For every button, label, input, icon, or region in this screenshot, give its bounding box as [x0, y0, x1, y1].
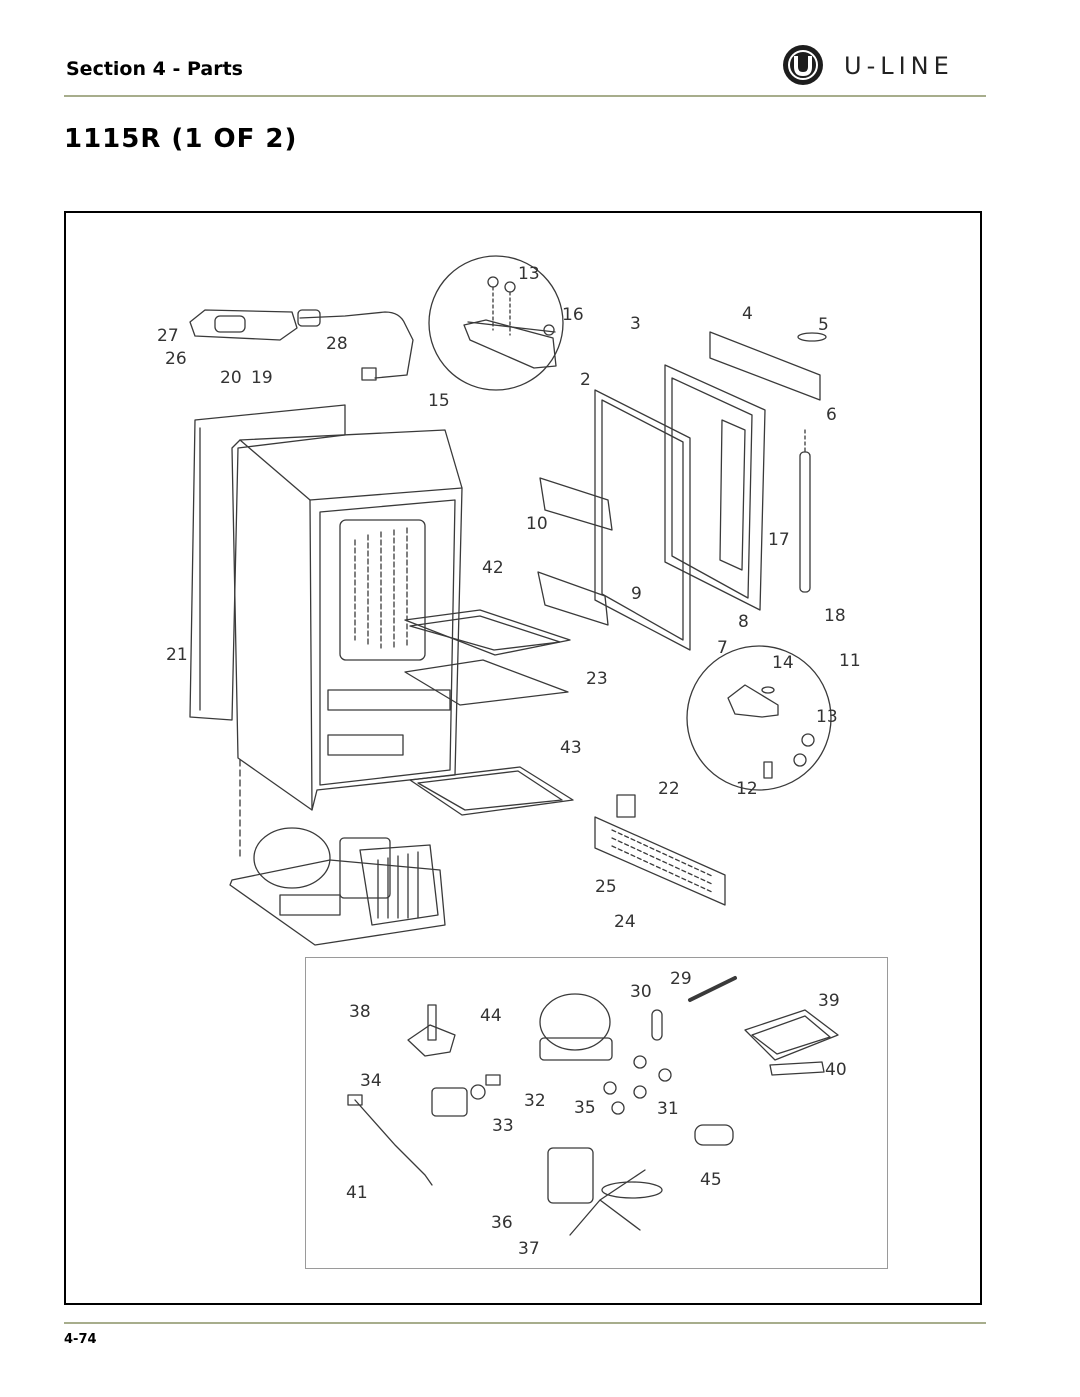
callout-label: 23	[586, 669, 608, 689]
callout-label: 2	[580, 370, 591, 390]
callout-label: 8	[738, 612, 749, 632]
callout-label: 30	[630, 982, 652, 1002]
callout-label: 38	[349, 1002, 371, 1022]
callout-label: 25	[595, 877, 617, 897]
header-divider	[64, 95, 986, 97]
callout-label: 24	[614, 912, 636, 932]
callout-label: 13	[518, 264, 540, 284]
callout-label: 29	[670, 969, 692, 989]
callout-label: 4	[742, 304, 753, 324]
callout-label: 35	[574, 1098, 596, 1118]
callout-label: 3	[630, 314, 641, 334]
callout-label: 20	[220, 368, 242, 388]
callout-label: 7	[717, 638, 728, 658]
callout-label: 16	[562, 305, 584, 325]
callout-label: 17	[768, 530, 790, 550]
page-heading: 1115R (1 OF 2)	[64, 124, 298, 154]
callout-label: 31	[657, 1099, 679, 1119]
machine-compartment-frame	[305, 957, 888, 1269]
u-line-logo-mark	[783, 45, 823, 85]
callout-label: 26	[165, 349, 187, 369]
u-line-logo: U-LINE	[782, 44, 972, 86]
callout-label: 44	[480, 1006, 502, 1026]
callout-label: 42	[482, 558, 504, 578]
section-title: Section 4 - Parts	[66, 58, 243, 80]
parts-diagram-frame	[64, 211, 982, 1305]
callout-label: 28	[326, 334, 348, 354]
callout-label: 10	[526, 514, 548, 534]
footer-divider	[64, 1322, 986, 1324]
callout-label: 39	[818, 991, 840, 1011]
callout-label: 32	[524, 1091, 546, 1111]
callout-label: 18	[824, 606, 846, 626]
callout-label: 36	[491, 1213, 513, 1233]
callout-label: 43	[560, 738, 582, 758]
callout-label: 19	[251, 368, 273, 388]
hinge-detail-circle	[428, 255, 564, 391]
logo-wordmark: U-LINE	[844, 52, 954, 80]
callout-label: 12	[736, 779, 758, 799]
callout-label: 15	[428, 391, 450, 411]
page-number: 4-74	[64, 1332, 97, 1347]
callout-label: 9	[631, 584, 642, 604]
callout-label: 45	[700, 1170, 722, 1190]
callout-label: 27	[157, 326, 179, 346]
callout-label: 33	[492, 1116, 514, 1136]
callout-label: 14	[772, 653, 794, 673]
hinge-detail-circle-lower	[686, 645, 832, 791]
callout-label: 21	[166, 645, 188, 665]
callout-label: 40	[825, 1060, 847, 1080]
callout-label: 34	[360, 1071, 382, 1091]
callout-label: 13	[816, 707, 838, 727]
callout-label: 6	[826, 405, 837, 425]
callout-label: 22	[658, 779, 680, 799]
callout-label: 41	[346, 1183, 368, 1203]
callout-label: 37	[518, 1239, 540, 1259]
callout-label: 5	[818, 315, 829, 335]
callout-label: 11	[839, 651, 861, 671]
